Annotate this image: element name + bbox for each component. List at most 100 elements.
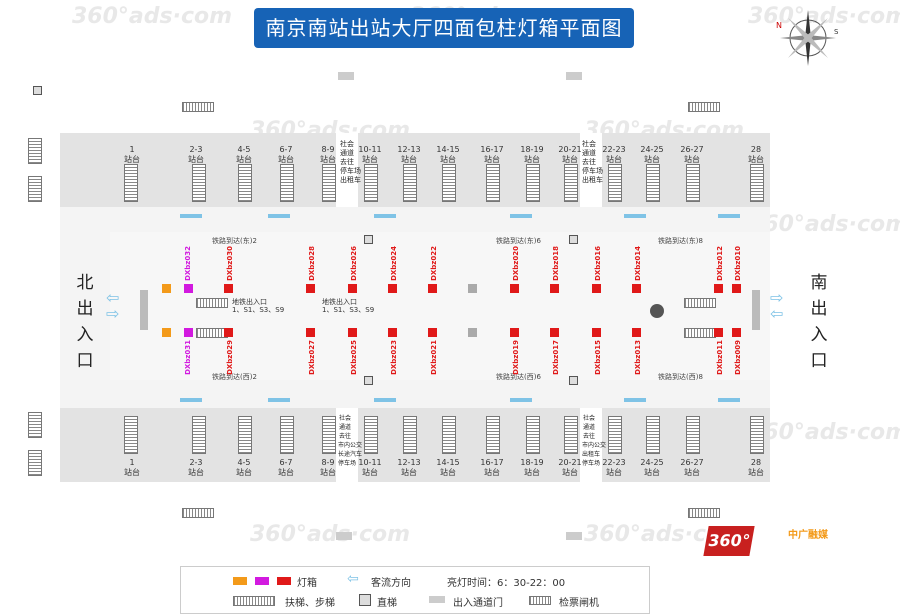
escalator [564,164,578,202]
ticket-gate-left [28,138,42,164]
lightbox-red [224,284,233,293]
compass-s-label: S [834,28,839,36]
platform-label: 6-7 站台 [278,145,294,164]
escalator [686,416,700,454]
platform-label: 18-19 站台 [520,145,544,164]
social-channel-label: 社会 通道 去往 停车场 出租车 [582,140,603,184]
escalator [486,416,500,454]
platform-label: 8-9 站台 [320,458,336,477]
escalator [192,416,206,454]
flow-arrow [180,398,202,402]
exit-gate-north [140,290,148,330]
escalator [526,164,540,202]
legend-flow-label: 客流方向 [371,578,411,589]
transfer-label-east6: 铁路到达(东)6 [496,237,541,245]
lightbox-code: DXbz021 [430,340,438,375]
lightbox-code: DXbz014 [634,246,642,281]
lightbox-code: DXbz019 [512,340,520,375]
escalator [442,416,456,454]
elevator-icon [364,235,373,244]
lightbox-code: DXbz029 [226,340,234,375]
channel-bottom-left [336,408,358,482]
flow-arrow-icon: ⇦ [770,304,784,323]
lightbox-red [428,328,437,337]
platform-label: 4-5 站台 [236,458,252,477]
escalator [322,164,336,202]
lightbox-orange [162,284,171,293]
flow-arrow-icon: ⇦ [106,288,120,307]
brand-logo-360: 360° [703,526,755,556]
lightbox-red [348,284,357,293]
exit-gate-bottom-right [566,532,582,540]
escalator [646,164,660,202]
escalator [124,416,138,454]
platform-label: 16-17 站台 [480,458,504,477]
legend-exit-gate-icon [429,596,445,603]
legend-red-swatch [277,577,291,585]
lightbox-code: DXbz032 [184,246,192,281]
platform-label: 1 站台 [124,145,140,164]
platform-label: 2-3 站台 [188,458,204,477]
escalator [526,416,540,454]
exit-gate-south [752,290,760,330]
elevator-icon [569,235,578,244]
platform-label: 22-23 站台 [602,145,626,164]
flow-arrow-icon: ⇨ [106,304,120,323]
escalator [750,416,764,454]
lightbox-red [714,284,723,293]
escalator [686,164,700,202]
platform-label: 28 站台 [748,145,764,164]
legend-hours-label: 亮灯时间：6：30-22：00 [447,578,566,589]
escalator [280,416,294,454]
escalator [403,164,417,202]
platform-label: 24-25 站台 [640,458,664,477]
watermark: 360°ads·com [748,4,900,29]
flow-arrow [624,214,646,218]
platform-label: 4-5 站台 [236,145,252,164]
social-channel-label: 社会 通道 去往 市内公交 出租车 停车场 [582,415,607,467]
lightbox-code: DXbz013 [634,340,642,375]
flow-arrow [268,214,290,218]
lightbox-red [714,328,723,337]
flow-arrow [180,214,202,218]
platform-label: 2-3 站台 [188,145,204,164]
lightbox-red [306,328,315,337]
lightbox-red [348,328,357,337]
platform-label: 18-19 站台 [520,458,544,477]
ticket-gate-left [28,450,42,476]
flow-arrow [374,398,396,402]
channel-bottom-right [580,408,602,482]
metro-note: 地铁出入口 1、S1、S3、S9 [232,298,285,314]
elevator-icon [364,376,373,385]
platform-label: 8-9 站台 [320,145,336,164]
platform-label: 14-15 站台 [436,458,460,477]
platform-label: 6-7 站台 [278,458,294,477]
lightbox-code: DXbz026 [350,246,358,281]
escalator [238,416,252,454]
ticket-gate-left [28,176,42,202]
escalator [280,164,294,202]
lightbox-code: DXbz009 [734,340,742,375]
lightbox-red [388,284,397,293]
escalator [192,164,206,202]
lightbox-red [592,328,601,337]
lightbox-red [732,328,741,337]
platform-label: 12-13 站台 [397,458,421,477]
ticket-gate [688,508,720,518]
north-entrance-label: 北出入口 [76,273,94,371]
escalator [646,416,660,454]
flow-arrow [268,398,290,402]
lightbox-grey [468,284,477,293]
flow-arrow [510,214,532,218]
platform-label: 26-27 站台 [680,458,704,477]
lightbox-code: DXbz017 [552,340,560,375]
channel-top-right [580,133,602,207]
exit-gate-bottom [336,532,352,540]
social-channel-label: 社会 通道 去往 市内公交 长途汽车 停车场 [338,415,363,467]
escalator [196,298,228,308]
lightbox-code: DXbz010 [734,246,742,281]
watermark: 360°ads·com [748,212,900,237]
lightbox-code: DXbz023 [390,340,398,375]
ticket-gate [182,102,214,112]
escalator [486,164,500,202]
